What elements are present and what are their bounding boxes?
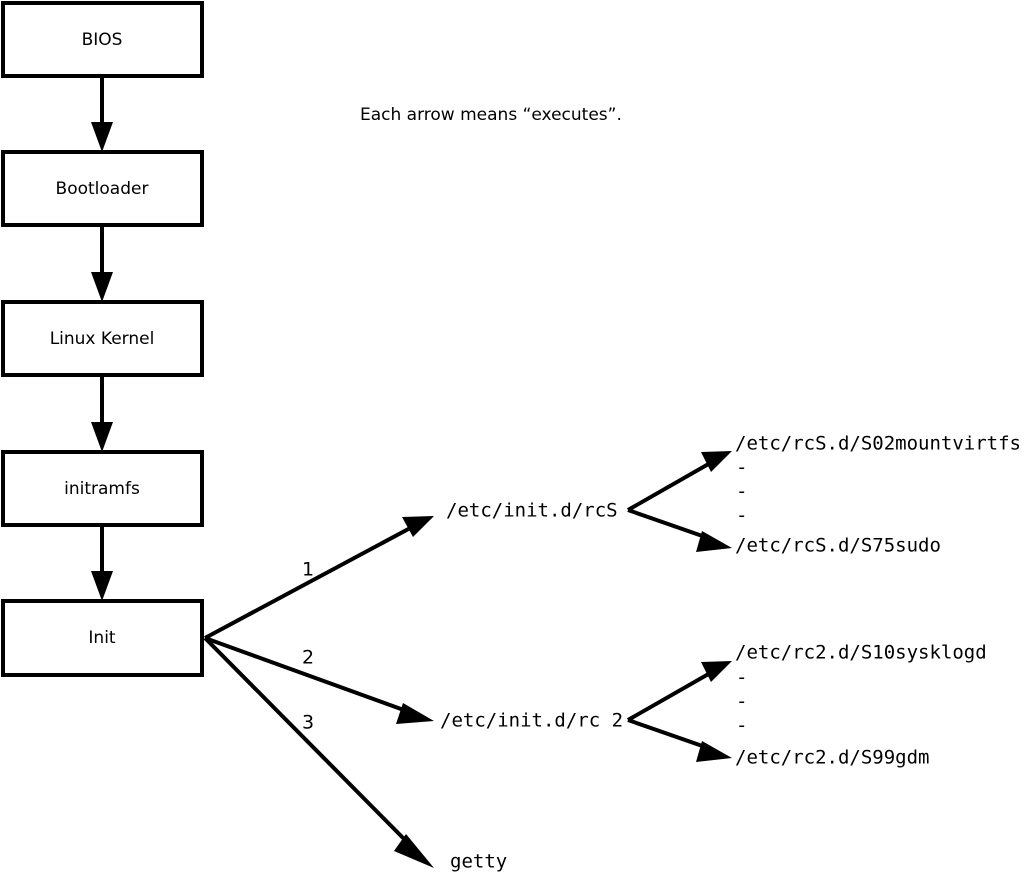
init-branch-arrow-2 xyxy=(204,636,434,724)
init-branch-arrow-3 xyxy=(203,636,434,868)
init-branch-numbers: 1 2 3 xyxy=(302,559,314,734)
rcs-ellipsis-dash-2: - xyxy=(736,481,747,503)
node-init-box[interactable] xyxy=(1,599,204,677)
node-bios[interactable]: BIOS xyxy=(1,1,204,78)
rcs-ellipsis-dash-1: - xyxy=(736,457,747,479)
node-bootloader[interactable]: Bootloader xyxy=(1,150,204,227)
boot-chain-group: BIOS Bootloader Linux Kernel initramfs I… xyxy=(1,1,204,677)
branch-number-3: 3 xyxy=(302,712,314,734)
node-initramfs-box[interactable] xyxy=(1,450,204,527)
rcs-scripts-group: /etc/rcS.d/S02mountvirtfs - - - /etc/rcS… xyxy=(627,433,1021,557)
rc2-ellipsis-dash-1: - xyxy=(736,667,747,689)
rc2-scripts-group: /etc/rc2.d/S10sysklogd - - - /etc/rc2.d/… xyxy=(627,642,987,769)
init-branch-labels: /etc/init.d/rcS /etc/init.d/rc 2 getty xyxy=(440,500,623,873)
init-branch-arrows xyxy=(203,516,434,868)
node-linux-kernel[interactable]: Linux Kernel xyxy=(1,300,204,377)
rcs-fanout-arrow-first xyxy=(627,451,732,512)
arrow-initramfs-to-init xyxy=(91,525,113,601)
node-init[interactable]: Init xyxy=(1,599,204,677)
rc2-ellipsis-dash-3: - xyxy=(736,715,747,737)
rcs-script-first[interactable]: /etc/rcS.d/S02mountvirtfs xyxy=(735,433,1021,455)
node-init-label: Init xyxy=(88,628,116,648)
branch-number-1: 1 xyxy=(302,559,314,581)
node-initramfs-label: initramfs xyxy=(64,479,140,499)
rc2-ellipsis-dash-2: - xyxy=(736,691,747,713)
node-bios-box[interactable] xyxy=(1,1,204,78)
node-bios-label: BIOS xyxy=(82,30,123,50)
rc2-script-last[interactable]: /etc/rc2.d/S99gdm xyxy=(735,747,929,769)
arrow-bootloader-to-kernel xyxy=(91,225,113,302)
arrow-bios-to-bootloader xyxy=(91,76,113,152)
node-linux-kernel-label: Linux Kernel xyxy=(50,329,155,349)
branch-label-rc2[interactable]: /etc/init.d/rc 2 xyxy=(440,710,623,732)
branch-label-getty[interactable]: getty xyxy=(450,851,507,873)
boot-chain-arrows xyxy=(91,76,113,601)
rc2-fanout-arrow-first xyxy=(627,661,732,722)
node-initramfs[interactable]: initramfs xyxy=(1,450,204,527)
arrow-kernel-to-initramfs xyxy=(91,375,113,452)
rc2-fanout-arrow-last xyxy=(627,718,732,762)
branch-number-2: 2 xyxy=(302,647,314,669)
branch-label-rcs[interactable]: /etc/init.d/rcS xyxy=(446,500,618,522)
init-branch-arrow-1 xyxy=(204,516,434,640)
rcs-ellipsis-dash-3: - xyxy=(736,505,747,527)
legend-note: Each arrow means “executes”. xyxy=(360,105,622,125)
node-linux-kernel-box[interactable] xyxy=(1,300,204,377)
node-bootloader-label: Bootloader xyxy=(56,179,149,199)
rcs-script-last[interactable]: /etc/rcS.d/S75sudo xyxy=(735,535,941,557)
rcs-fanout-arrow-last xyxy=(627,508,732,552)
rc2-script-first[interactable]: /etc/rc2.d/S10sysklogd xyxy=(735,642,987,664)
